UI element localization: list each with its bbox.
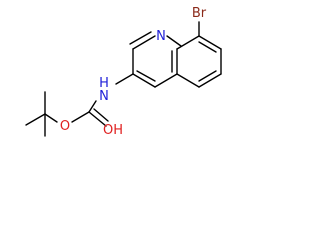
bond <box>136 70 156 82</box>
bond <box>71 111 90 123</box>
bond <box>166 35 182 47</box>
bond <box>132 35 156 50</box>
atom-label-ring-nitrogen: N <box>156 29 166 44</box>
bond <box>198 35 222 50</box>
bond <box>129 31 152 45</box>
bond-lines <box>25 21 222 137</box>
bond <box>88 111 107 127</box>
atom-label-hydrogen: H <box>99 76 109 91</box>
bond <box>25 113 46 126</box>
bond <box>132 73 156 88</box>
atom-label-hydroxyl-oxygen: OH <box>103 123 123 138</box>
bond <box>198 73 222 88</box>
bond <box>198 70 217 82</box>
bond <box>154 73 178 88</box>
structure-diagram: Br N H N OH O <box>0 0 228 162</box>
bond <box>88 100 97 113</box>
bond <box>44 113 58 123</box>
atom-label-bromine: Br <box>192 6 207 21</box>
atom-label-amide-nitrogen: N <box>99 89 109 104</box>
atom-label-ester-oxygen: O <box>60 119 70 134</box>
bond <box>176 35 200 50</box>
bond <box>93 108 109 122</box>
atom-labels: Br N H N OH O <box>60 6 207 138</box>
bond <box>176 73 200 88</box>
bond <box>115 73 134 85</box>
bond <box>198 41 217 53</box>
